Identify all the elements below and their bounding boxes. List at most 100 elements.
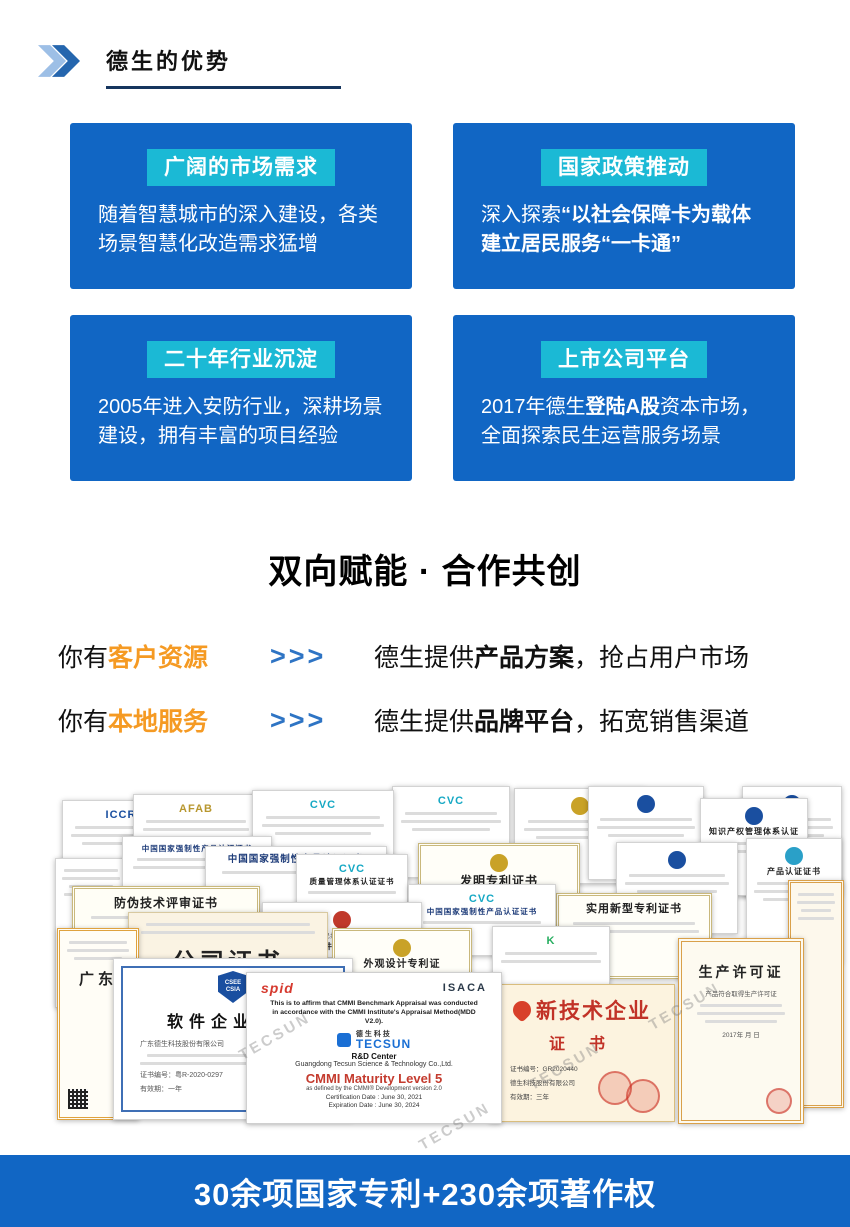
card-title-badge: 国家政策推动: [541, 149, 707, 187]
faux-text-line: [73, 957, 123, 960]
faux-text-line: [697, 1012, 785, 1015]
empower-row: 你有客户资源>>> 德生提供产品方案，抢占用户市场: [58, 636, 818, 676]
triple-arrow-icon: >>>: [270, 640, 327, 671]
faux-text-line: [64, 869, 118, 872]
text-segment: 德生提供: [374, 644, 475, 672]
text-segment: ，拓宽销售渠道: [574, 708, 750, 736]
faux-text-line: [82, 842, 160, 845]
cert-title: 中国国家强制性产品认证证书: [141, 844, 253, 853]
faux-text-line: [628, 874, 726, 877]
spid-logo: spid: [261, 980, 294, 996]
empower-left-text: 你有客户资源: [58, 638, 270, 674]
empower-rows: 你有客户资源>>>德生提供产品方案，抢占用户市场你有本地服务>>>德生提供品牌平…: [58, 636, 818, 764]
hightech-company: 德生科技股份有限公司: [510, 1080, 575, 1087]
cert-logo-text: ICCR: [105, 809, 137, 821]
double-chevron-icon: [38, 45, 80, 77]
faux-text-line: [504, 952, 598, 955]
faux-text-line: [262, 824, 384, 827]
cmmi-exp-date: Expiration Date : June 30, 2024: [328, 1101, 420, 1109]
faux-text-line: [62, 877, 120, 880]
faux-text-line: [597, 826, 695, 829]
faux-text-line: [422, 921, 542, 925]
advantage-cards: 广阔的市场需求随着智慧城市的深入建设，各类场景智慧化改造需求猛增国家政策推动深入…: [70, 123, 796, 481]
cert-title: 产品认证证书: [767, 867, 821, 876]
faux-text-line: [527, 820, 633, 823]
faux-text-line: [536, 836, 624, 839]
faux-text-line: [146, 820, 246, 823]
card-title-badge: 二十年行业沉淀: [147, 341, 335, 379]
faux-text-line: [132, 866, 262, 870]
faux-text-line: [600, 818, 692, 821]
faux-text-line: [800, 909, 832, 912]
cert-logo-text: K: [546, 935, 556, 947]
tecsun-name-en: TECSUN: [355, 1036, 412, 1051]
header: 德生的优势: [38, 42, 342, 89]
cert-logo-text: CVC: [437, 795, 465, 807]
faux-text-line: [705, 1020, 777, 1023]
faux-text-line: [572, 921, 696, 925]
software-cert-serial: 证书编号：粤R-2020-0297: [140, 1072, 223, 1079]
badge-label: CSEE CSIA: [224, 980, 242, 993]
advantage-card: 国家政策推动深入探索“以社会保障卡为载体建立居民服务“一卡通”: [453, 123, 795, 289]
faux-text-line: [266, 816, 380, 819]
production-date: 2017年 月 日: [722, 1032, 760, 1039]
cert-title: 中国国家强制性产品认证证书: [212, 854, 380, 866]
faux-text-line: [275, 832, 371, 835]
csee-csia-badge-icon: CSEE CSIA: [218, 971, 248, 1003]
card-title-badge: 广阔的市场需求: [147, 149, 335, 187]
text-segment: ，抢占用户市场: [574, 644, 750, 672]
emblem-icon: [745, 807, 763, 825]
card-title-badge: 上市公司平台: [541, 341, 707, 379]
faux-text-line: [797, 917, 835, 920]
card-body: 2005年进入安防行业，深耕场景建设，拥有丰富的项目经验: [98, 393, 384, 451]
text-segment: 2005年进入安防行业，深耕场景建设，拥有丰富的项目经验: [98, 396, 383, 448]
advantage-card: 上市公司平台 2017年德生登陆A股资本市场，全面探索民生运营服务场景: [453, 315, 795, 481]
tecsun-logo-icon: [336, 1033, 351, 1048]
faux-text-line: [607, 834, 685, 837]
cmmi-company: Guangdong Tecsun Science & Technology Co…: [295, 1060, 453, 1068]
cert-title: 中国国家强制性产品认证证书: [426, 907, 538, 916]
empower-left-text: 你有本地服务: [58, 702, 270, 738]
footer-text: 30余项国家专利+230余项著作权: [193, 1176, 657, 1212]
page-title: 德生的优势: [106, 42, 342, 89]
red-seal-icon: [598, 1071, 632, 1105]
text-segment: 随着智慧城市的深入建设，各类场景智慧化改造需求猛增: [98, 204, 378, 256]
text-segment: 产品方案: [474, 644, 575, 672]
hightech-subtitle: 证 书: [548, 1036, 615, 1053]
cert-logo-text: CVC: [338, 863, 366, 875]
faux-text-line: [797, 893, 835, 896]
advantage-card: 广阔的市场需求随着智慧城市的深入建设，各类场景智慧化改造需求猛增: [70, 123, 412, 289]
text-segment: 本地服务: [108, 708, 209, 736]
emblem-icon: [785, 847, 803, 865]
hightech-serial: 证书编号：GR2020440: [510, 1066, 578, 1073]
text-segment: 品牌平台: [474, 708, 575, 736]
software-cert-validity: 有效期：一年: [140, 1086, 182, 1093]
text-segment: 你有: [58, 644, 109, 672]
production-title: 生产许可证: [698, 966, 784, 981]
hightech-enterprise-certificate: 新技术企业 证 书 证书编号：GR2020440 德生科技股份有限公司 有效期：…: [489, 984, 675, 1122]
faux-text-line: [142, 828, 250, 831]
faux-text-line: [636, 890, 718, 893]
cmmi-affirm-text: This is to affirm that CMMI Benchmark Ap…: [270, 1000, 478, 1026]
empower-right-text: 德生提供产品方案，抢占用户市场: [374, 638, 818, 674]
triple-arrow-icon: >>>: [270, 704, 327, 735]
production-license-certificate: 生产许可证 产品符合取得生产许可证 2017年 月 日: [678, 938, 804, 1124]
software-cert-company: 广东德生科技股份有限公司: [140, 1041, 224, 1048]
emblem-icon: [637, 795, 655, 813]
faux-text-line: [523, 828, 637, 831]
flame-logo-icon: [509, 997, 535, 1023]
text-segment: 登陆A股: [585, 396, 660, 419]
text-segment: 2017年德生: [481, 396, 586, 419]
emblem-icon: [393, 939, 411, 957]
faux-text-line: [700, 1004, 782, 1007]
faux-text-line: [568, 929, 700, 933]
cmmi-level: CMMI Maturity Level 5: [305, 1070, 443, 1086]
faux-text-line: [625, 882, 729, 885]
isaca-logo: ISACA: [442, 982, 487, 994]
faux-text-line: [147, 1054, 319, 1057]
tecsun-name-cn: 德生科技: [355, 1030, 392, 1038]
text-segment: 资本市场，全面探索民生运营服务场景: [481, 396, 760, 448]
faux-text-line: [796, 901, 836, 904]
